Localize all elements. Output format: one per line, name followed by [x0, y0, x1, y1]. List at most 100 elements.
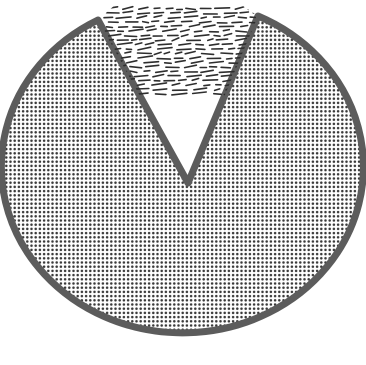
hatch-dash [131, 71, 137, 72]
hatch-dash [122, 57, 131, 58]
hatch-dash [224, 34, 231, 36]
hatch-dash [210, 62, 224, 64]
hatch-dash [172, 83, 180, 85]
hatch-dash [152, 21, 159, 22]
hatch-dash [248, 7, 257, 10]
hatch-dash [154, 13, 163, 14]
hatch-dash [153, 89, 167, 90]
hatch-dash [123, 11, 133, 12]
hatch-dash [136, 89, 149, 90]
hatch-dash [172, 93, 187, 95]
hatch-dash [236, 31, 247, 32]
hatch-dash [141, 35, 149, 36]
hatch-dash [116, 17, 131, 18]
hatch-dash [164, 52, 169, 54]
hatch-dash [171, 25, 181, 26]
hatch-dash [192, 79, 198, 81]
hatch-dash [191, 61, 203, 63]
hatch-dash [184, 16, 197, 17]
hatch-dash [214, 94, 222, 95]
hatch-dash [138, 56, 153, 58]
hatch-dash [210, 44, 219, 45]
hatch-dash [138, 47, 151, 50]
hatch-dash [129, 29, 143, 31]
hatch-dash [144, 71, 150, 72]
hatch-dash [139, 80, 150, 81]
hatch-dash [143, 22, 149, 23]
hatch-dash [165, 21, 174, 22]
hatch-dash [179, 44, 191, 46]
hatch-dash [163, 29, 177, 31]
hatch-dash [208, 39, 213, 41]
hatch-dash [187, 75, 201, 77]
hatch-dash [134, 76, 148, 77]
hatch-dash [221, 53, 233, 54]
hatch-dash [185, 65, 197, 67]
hatch-dash [107, 27, 113, 28]
hatch-dash [219, 72, 234, 73]
hatch-dash [227, 58, 232, 59]
hatch-dash [137, 16, 147, 18]
hatch-dash [146, 26, 155, 28]
hatch-dash [195, 35, 209, 37]
hatch-dash [153, 75, 164, 77]
hatch-dash [130, 67, 142, 68]
hatch-dash [156, 71, 167, 73]
hatch-dash [186, 8, 195, 9]
hatch-dash [201, 70, 213, 72]
hatch-dash [115, 49, 120, 50]
hatch-dash [235, 7, 243, 9]
hatch-dash [196, 44, 204, 45]
hatch-dash [123, 7, 133, 10]
hatch-dash [185, 52, 195, 54]
hatch-dash [139, 7, 148, 9]
hatch-dash [154, 16, 162, 18]
hatch-dash [240, 12, 248, 13]
hatch-dash [138, 53, 152, 54]
hatch-dash [165, 63, 172, 64]
hatch-dash [184, 11, 196, 13]
hatch-dash [196, 49, 205, 50]
hatch-dash [145, 43, 153, 45]
hatch-dash [186, 84, 196, 86]
hatch-dash [168, 18, 180, 19]
hatch-dash [106, 31, 115, 32]
hatch-dash [223, 30, 229, 31]
hatch-dash [175, 61, 185, 63]
hatch-dash [203, 25, 215, 27]
hatch-dash [171, 12, 181, 13]
hatch-dash [172, 38, 179, 41]
hatch-dash [182, 21, 192, 22]
pie-body [1, 16, 363, 333]
hatch-dash [144, 62, 159, 63]
hatch-dash [138, 13, 150, 14]
hatch-dash [215, 89, 220, 91]
hatch-dash [201, 17, 206, 18]
hatch-dash [241, 26, 248, 27]
hatch-dash [215, 8, 230, 9]
hatch-dash [146, 65, 159, 66]
hatch-dash [158, 48, 172, 49]
hatch-dash [140, 38, 151, 39]
hatch-dash [158, 44, 171, 45]
hatch-dash [221, 75, 231, 76]
hatch-dash [181, 30, 190, 32]
hatch-dash [221, 67, 230, 68]
hatch-dash [195, 31, 202, 32]
hatch-dash [224, 16, 234, 18]
hatch-dash [135, 43, 141, 45]
hatch-dash [152, 83, 167, 85]
hatch-dash [171, 71, 178, 72]
hatch-dash [194, 88, 207, 90]
hatch-dash [107, 7, 118, 9]
hatch-dash [182, 35, 188, 37]
hatch-dash [154, 52, 161, 54]
hatch-dash [166, 8, 173, 9]
hatch-dash [137, 84, 144, 85]
hatch-dash [147, 29, 156, 31]
hatch-dash [155, 40, 164, 41]
hatch-dash [216, 39, 227, 40]
hatch-dash [190, 57, 201, 59]
hatch-dash [176, 52, 182, 54]
